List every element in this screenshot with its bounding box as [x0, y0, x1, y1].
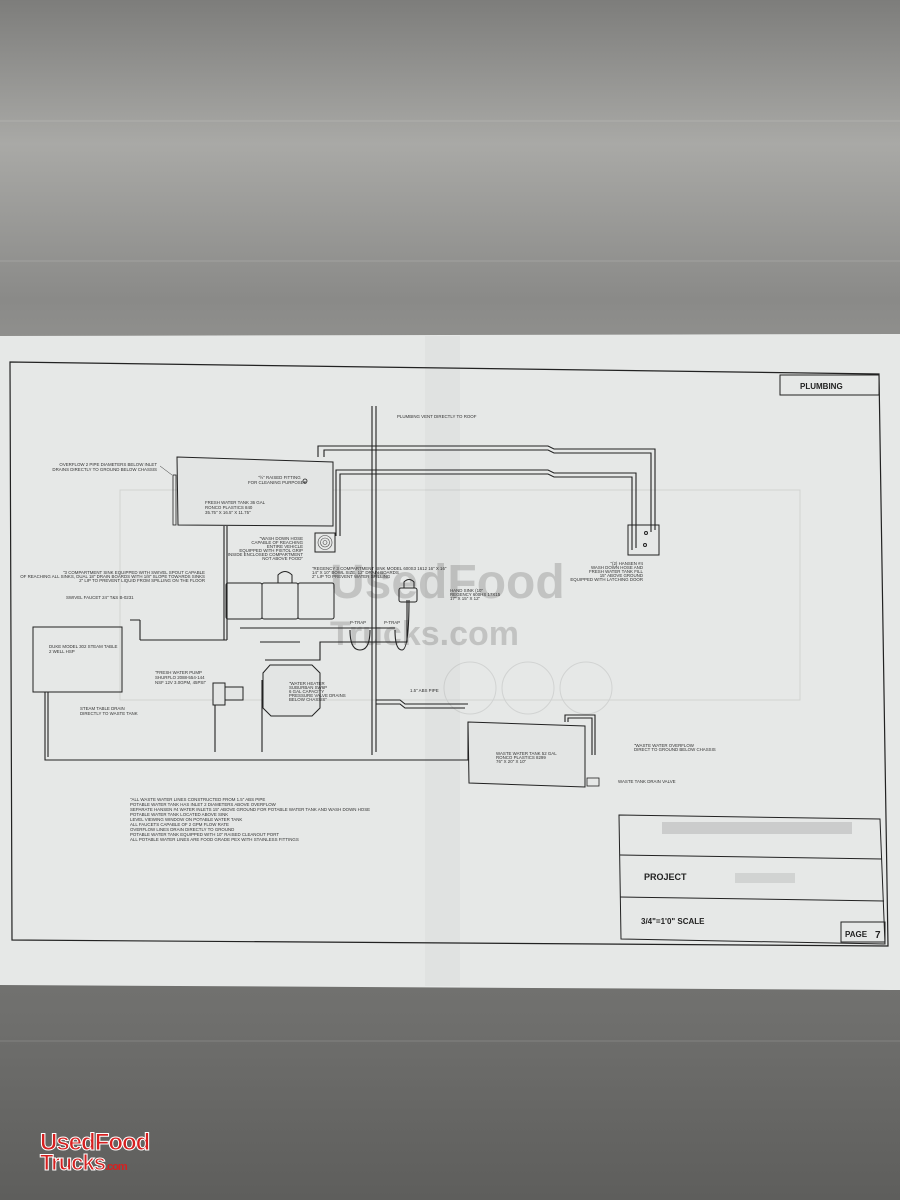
diagram-label: 17" X 15" X 12" [450, 596, 481, 601]
diagram-label: 6 GAL CAPACITY [289, 689, 324, 694]
swivel-faucet-label: SWIVEL FAUCET 24" T&S B-0231 [66, 595, 134, 600]
page-label: PAGE [845, 930, 868, 939]
diagram-label: 15" ABOVE GROUND [600, 573, 643, 578]
diagram-label: ALL POTABLE WATER LINES ARE FOOD GRADE P… [130, 837, 299, 842]
drawing-frame [9, 361, 889, 947]
diagram-label: SEPARATE HANSEN #4 WATER INLETS 15" ABOV… [130, 807, 370, 812]
diagram-label: EQUIPPED WITH LATCHING DOOR [570, 577, 643, 582]
diagram-label: Trucks.com [330, 615, 519, 653]
diagram-label: "(2) HANSEN #4 [610, 561, 643, 566]
diagram-label: ENTIRE VEHICLE [267, 544, 303, 549]
diagram-label: POTABLE WATER TANK EQUIPPED WITH 10" RAI… [130, 832, 279, 837]
logo-line1: UsedFood [39, 1129, 150, 1156]
three-compartment-sink: "3 COMPARTMENT SINK EQUIPPED WITH SWIVEL… [20, 566, 447, 620]
p-trap-label: P-TRAP [384, 620, 400, 625]
diagram-label: DUKE MODEL 302 STEAM TABLE [49, 644, 118, 649]
diagram-label: 76" X 20" X 10" [496, 759, 527, 764]
waste-water-tank: WASTE WATER TANK 52 GAL RONCO PLASTICS 8… [467, 721, 600, 788]
usedfoodtrucks-logo: UsedFood Trucks.com [39, 1130, 150, 1177]
fresh-water-pump: "FRESH WATER PUMP SHURFLO 2088-554-144 N… [155, 670, 244, 706]
diagram-label: EQUIPPED WITH PISTOL GRIP [239, 548, 303, 553]
diagram-label: 2 WELL HSP [49, 649, 75, 654]
drain-valve-label: WASTE TANK DRAIN VALVE [618, 779, 676, 784]
diagram-label: "ALL WASTE WATER LINES CONSTRUCTED FROM … [130, 797, 265, 802]
diagram-label: REGENCY 600HS 17X15 [450, 592, 501, 597]
diagram-label: 2" LIP TO PREVENT WATER SPILLING [312, 574, 391, 579]
raised-fitting-icon [302, 478, 308, 484]
diagram-label: OF REACHING ALL SINKS, DUAL 18" DRAIN BO… [20, 574, 205, 579]
watermark: UsedFood Trucks.com [119, 489, 801, 715]
diagram-label: LEVEL VIEWING WINDOW ON POTABLE WATER TA… [130, 817, 242, 822]
steam-table: DUKE MODEL 302 STEAM TABLE 2 WELL HSP [32, 626, 123, 693]
p-trap-label: P-TRAP [350, 620, 366, 625]
diagram-label: UsedFood [330, 556, 565, 609]
overflow-label: OVERFLOW 2 PIPE DIAMETERS BELOW INLET DR… [52, 462, 173, 476]
diagram-label: INSIDE ENCLOSED COMPARTMENT [228, 552, 304, 557]
diagram-label: OVERFLOW LINES DRAIN DIRECTLY TO GROUND [130, 827, 234, 832]
abs-pipe-label: 1.5" ABS PIPE [410, 688, 439, 693]
diagram-label: "WATER HEATER [289, 681, 325, 686]
water-heater: "WATER HEATER SUBURBAN SW6P 6 GAL CAPACI… [262, 664, 346, 717]
sheet-title-box [779, 374, 880, 396]
sheet-title: PLUMBING [800, 382, 843, 391]
steam-drain-label: DIRECTLY TO WASTE TANK [80, 711, 138, 716]
diagram-label: "3 COMPARTMENT SINK EQUIPPED WITH SWIVEL… [63, 570, 205, 575]
steam-drain-label: STEAM TABLE DRAIN [80, 706, 125, 711]
diagram-label: POTABLE WATER TANK LOCATED ABOVE SINK [130, 812, 228, 817]
diagram-label: BELOW CHASSIS" [289, 697, 327, 702]
diagram-label: SUBURBAN SW6P [289, 685, 327, 690]
diagram-label: HAND SINK (10" [450, 588, 483, 593]
logo-suffix: .com [104, 1161, 128, 1173]
page-number: 7 [875, 930, 881, 941]
diagram-label: SHURFLO 2088-554-144 [155, 675, 205, 680]
diagram-label: NSF 12V 3.0GPM, 45PSI" [155, 680, 207, 685]
diagram-label: FRESH WATER TANK 36 GAL [205, 500, 266, 505]
wash-down-hose: "WASH DOWN HOSE CAPABLE OF REACHING ENTI… [228, 532, 336, 561]
diagram-label: FOR CLEANING PURPOSES [248, 480, 307, 485]
diagram-label: PRESSURE VALVE DRAINS [289, 693, 346, 698]
diagram-label: ALL FAUCETS CAPABLE OF 2 GPM FLOW RATE [130, 822, 229, 827]
title-block: PROJECT 3/4"=1'0" SCALE PAGE 7 [618, 814, 886, 945]
diagram-label: WASTE WATER TANK 52 GAL [496, 751, 557, 756]
notes: "ALL WASTE WATER LINES CONSTRUCTED FROM … [130, 797, 370, 842]
diagram-label: DRAINS DIRECTLY TO GROUND BELOW CHASSIS [52, 467, 157, 472]
waste-overflow-label: "WASTE WATER OVERFLOW [634, 743, 695, 748]
diagram-label: 3/4"=1'0" SCALE [641, 917, 705, 926]
diagram-label: "FRESH WATER PUMP [155, 670, 202, 675]
hand-sink: HAND SINK (10" REGENCY 600HS 17X15 17" X… [398, 579, 501, 603]
diagram-label: PROJECT [644, 872, 687, 882]
fresh-water-tank: "½" RAISED FITTING FOR CLEANING PURPOSES… [172, 456, 334, 527]
diagram-label: "½" RAISED FITTING [258, 475, 301, 480]
diagram-label: FRESH WATER TANK FILL [589, 569, 644, 574]
diagram-label: 2" LIP TO PREVENT LIQUID FROM SPILLING O… [79, 578, 205, 583]
paper-fold-shadow [425, 336, 460, 986]
vent-label: PLUMBING VENT DIRECTLY TO ROOF [397, 414, 477, 419]
diagram-label: "REGENCY 3 COMPARTMENT SINK MODEL 600S3 … [312, 566, 447, 571]
diagram-label: RONCO PLASTICS 8299 [496, 755, 546, 760]
logo-line2: Trucks [40, 1150, 107, 1175]
diagram-label: NOT ABOVE FOOD" [262, 556, 303, 561]
water-inlet-box: "(2) HANSEN #4 WASH DOWN HOSE AND FRESH … [570, 524, 660, 582]
redacted-name [662, 822, 852, 834]
diagram-label: 35.75" X 16.5" X 11.75" [205, 510, 251, 515]
diagram-label: WASH DOWN HOSE AND [591, 565, 643, 570]
diagram-label: 14" X 10" BOWL SIZE, 12" DRAIN BOARDS [312, 570, 399, 575]
diagram-label: "WASH DOWN HOSE [260, 536, 303, 541]
diagram-label: POTABLE WATER TANK HAS INLET 2 DIAMETERS… [130, 802, 277, 807]
redacted-project [735, 873, 795, 883]
diagram-label: OVERFLOW 2 PIPE DIAMETERS BELOW INLET [59, 462, 157, 467]
diagram-label: CAPABLE OF REACHING [251, 540, 303, 545]
waste-overflow-label: DIRECT TO GROUND BELOW CHASSIS [634, 747, 716, 752]
diagram-label: RONCO PLASTICS 840 [205, 505, 253, 510]
